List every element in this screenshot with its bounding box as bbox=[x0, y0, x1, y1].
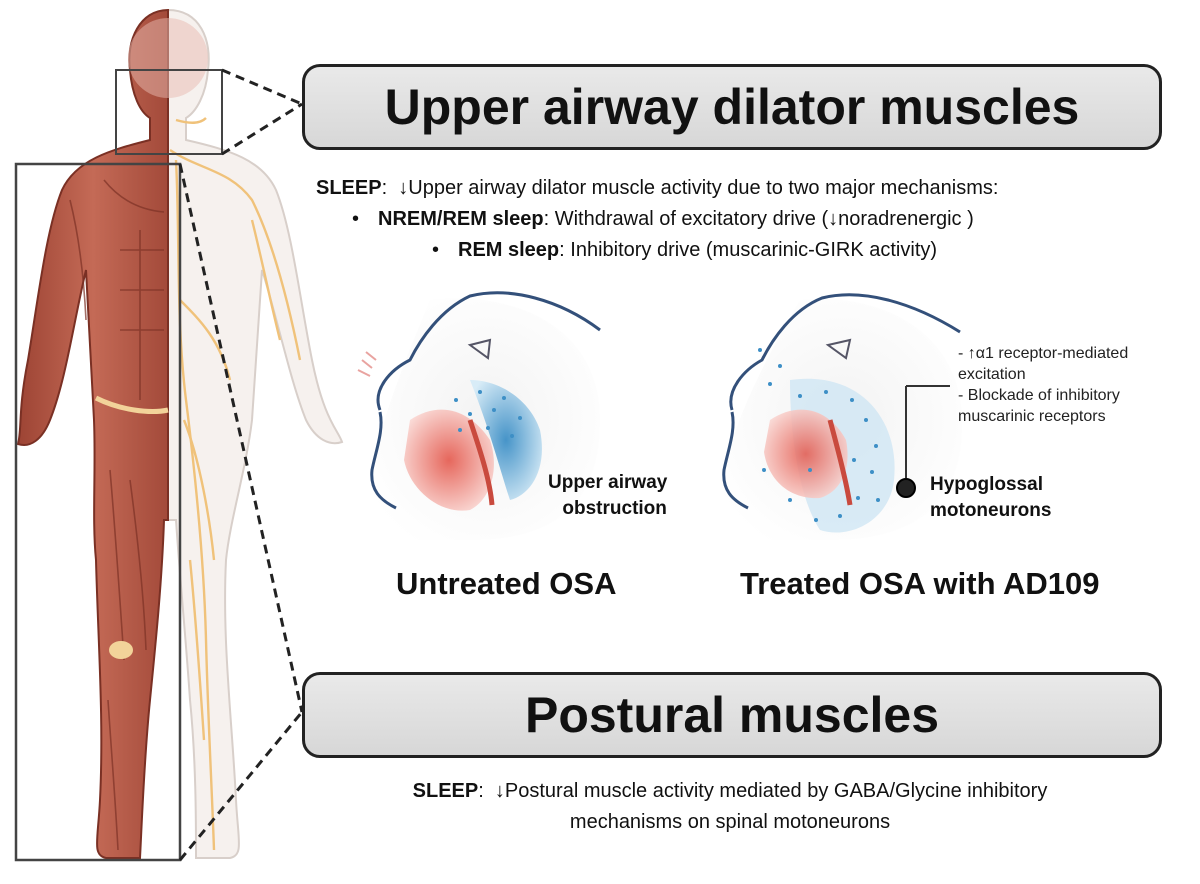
airway-obstruction-label: Upper airway obstruction bbox=[548, 472, 668, 519]
hypoglossal-motoneurons-label: Hypoglossal motoneurons bbox=[930, 474, 1052, 521]
upper-airway-sleep-description: SLEEP: ↓Upper airway dilator muscle acti… bbox=[316, 173, 1176, 266]
bullet-label: NREM/REM sleep bbox=[378, 208, 544, 230]
treated-osa-caption: Treated OSA with AD109 bbox=[740, 566, 1100, 601]
bullet-nrem-rem: • NREM/REM sleep: Withdrawal of excitato… bbox=[352, 208, 974, 230]
zoom-box-head bbox=[115, 68, 303, 156]
zoom-box-body bbox=[14, 162, 304, 862]
body-muscle-half bbox=[16, 8, 169, 859]
postural-sleep-text-2: mechanisms on spinal motoneurons bbox=[569, 811, 891, 833]
sleep-summary-text: ↓Upper airway dilator muscle activity du… bbox=[398, 177, 999, 199]
postural-sleep-text: ↓Postural muscle activity mediated by GA… bbox=[494, 780, 1048, 802]
postural-sleep-description: SLEEP: ↓Postural muscle activity mediate… bbox=[320, 776, 1140, 838]
upper-airway-title: Upper airway dilator muscles bbox=[302, 64, 1162, 150]
bullet-text: Withdrawal of excitatory drive (↓noradre… bbox=[554, 208, 974, 230]
bullet-label: REM sleep bbox=[458, 239, 560, 261]
bullet-text: Inhibitory drive (muscarinic-GIRK activi… bbox=[570, 239, 938, 261]
untreated-osa-caption: Untreated OSA bbox=[396, 566, 617, 601]
postural-muscles-title: Postural muscles bbox=[302, 672, 1162, 758]
receptor-notes: - ↑α1 receptor-mediated excitation - Blo… bbox=[958, 345, 1129, 425]
treated-osa-illustration bbox=[722, 293, 963, 540]
sleep-label: SLEEP bbox=[412, 780, 479, 802]
sleep-label: SLEEP bbox=[316, 177, 382, 199]
bullet-rem: • REM sleep: Inhibitory drive (muscarini… bbox=[432, 239, 938, 261]
untreated-osa-illustration bbox=[357, 291, 601, 540]
upper-sleep-summary: SLEEP: ↓Upper airway dilator muscle acti… bbox=[316, 177, 999, 199]
